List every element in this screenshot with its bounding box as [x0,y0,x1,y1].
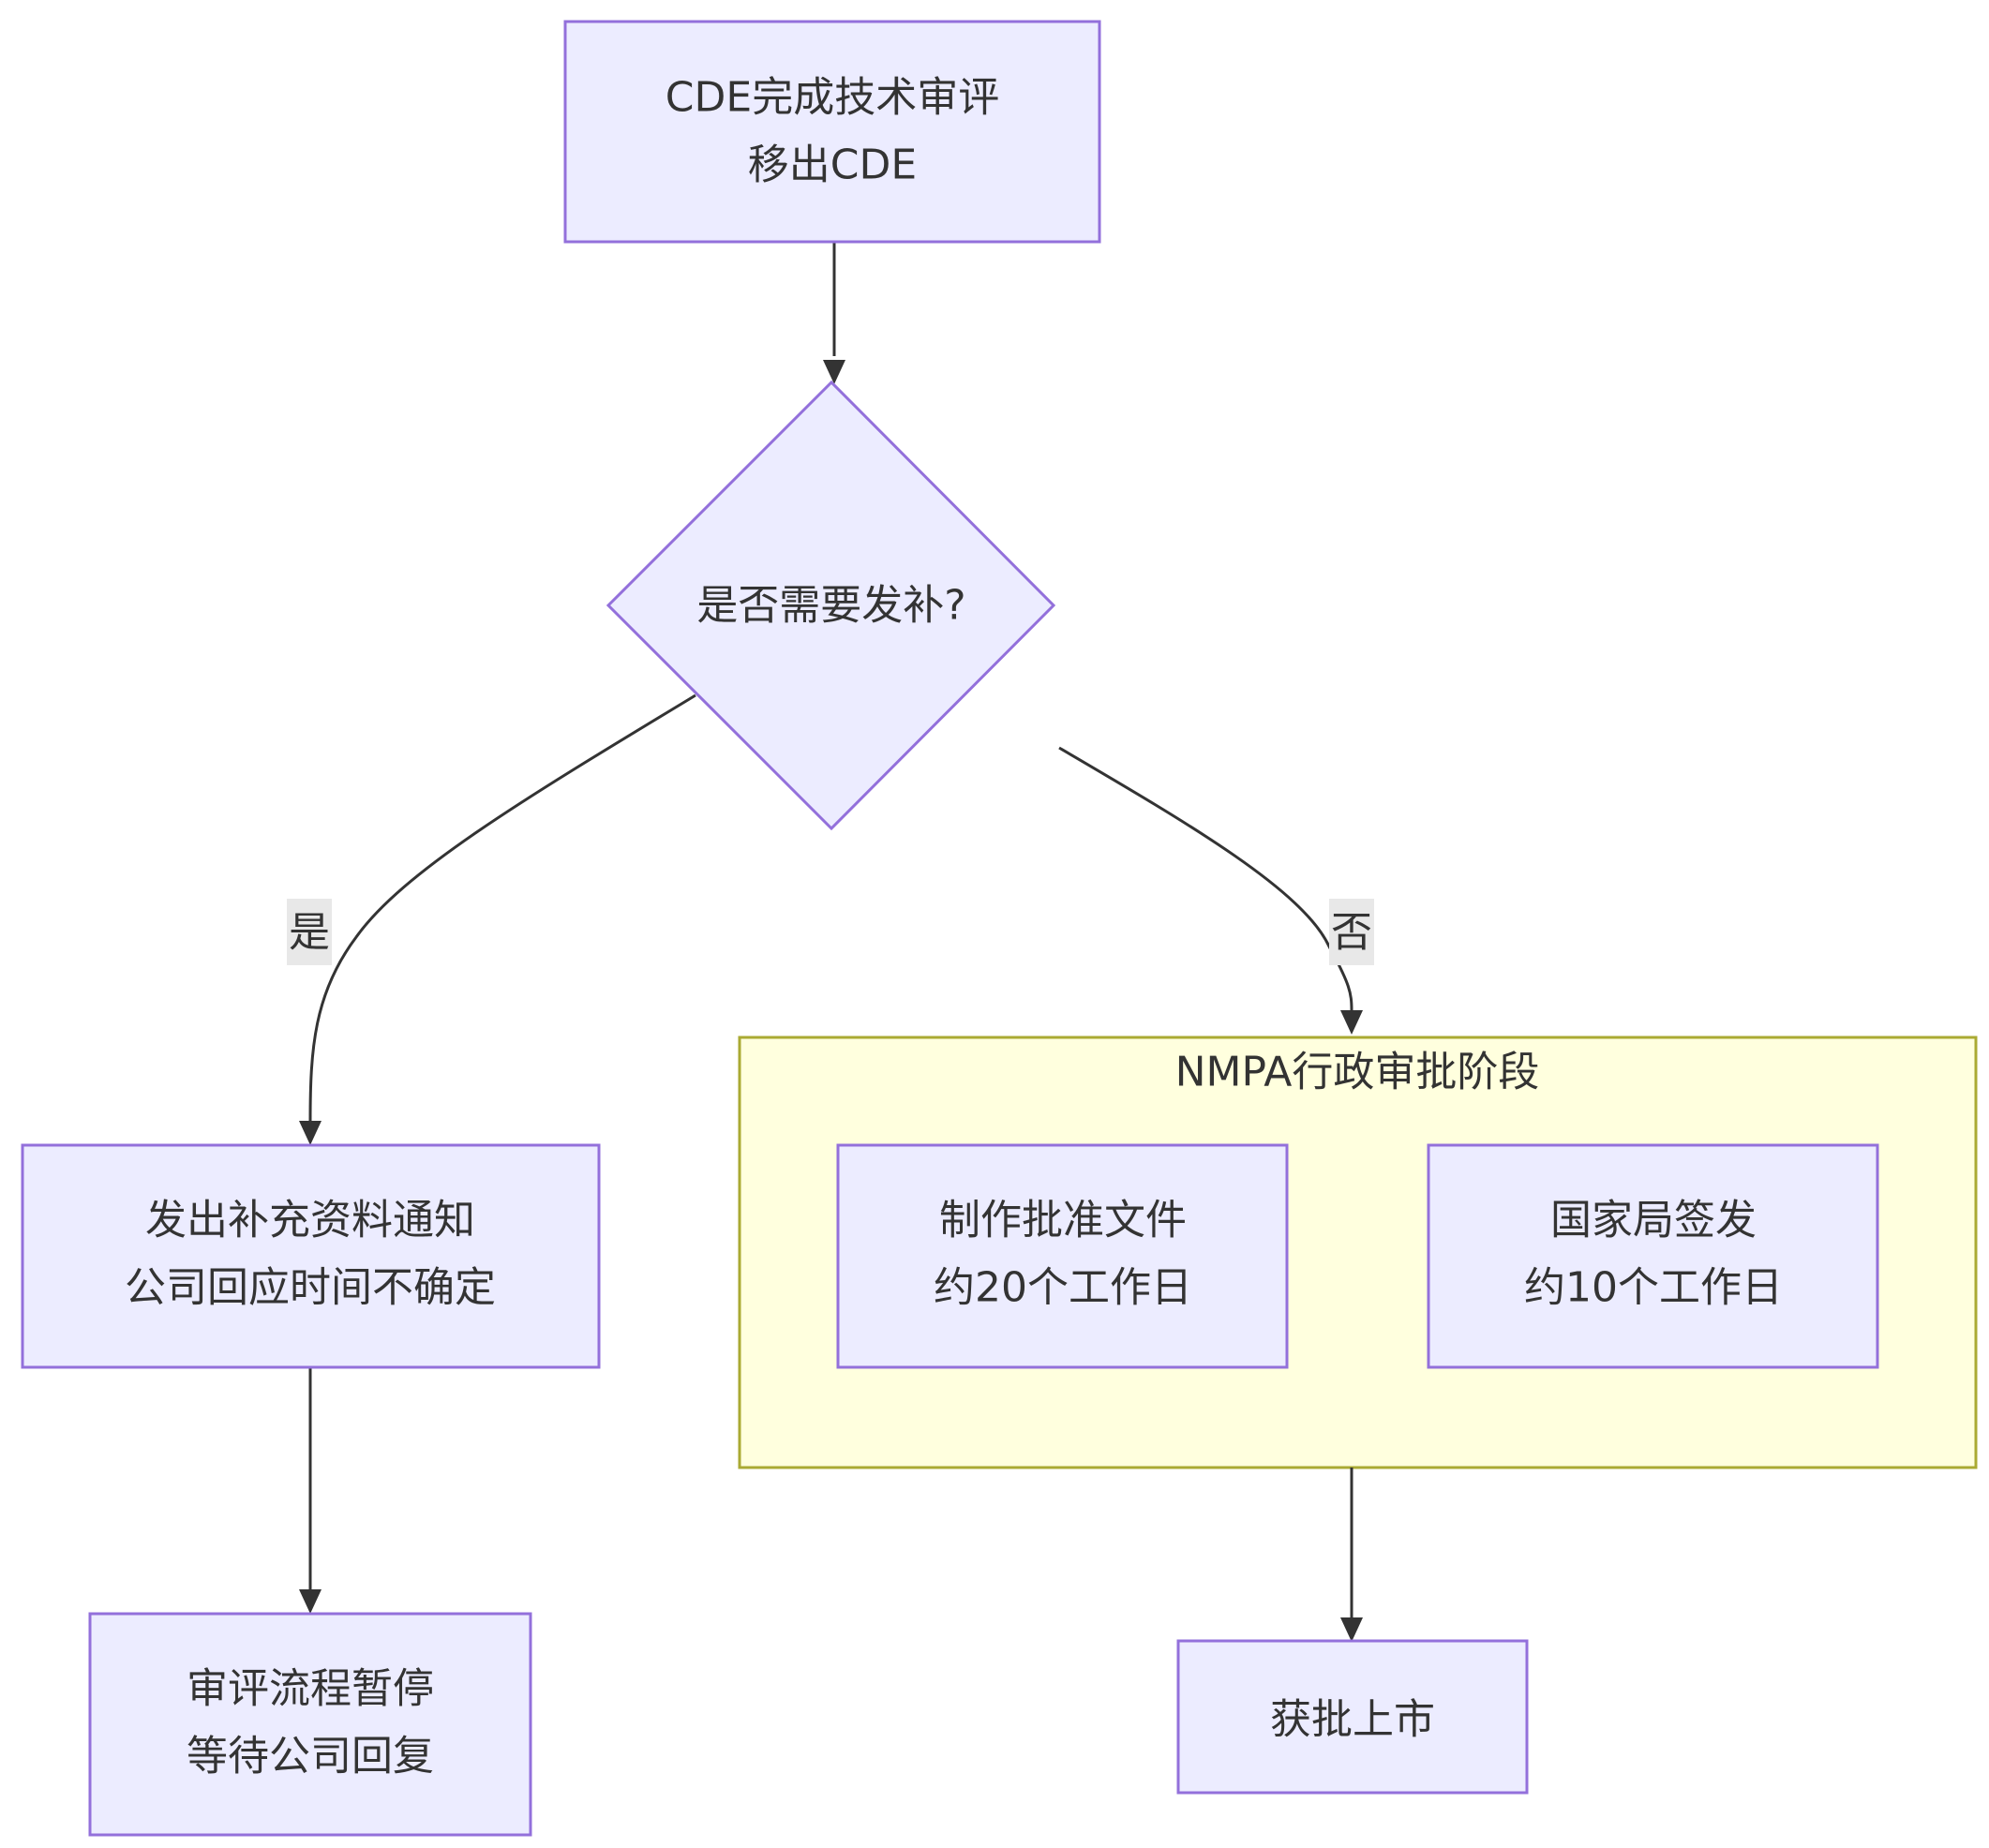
edge-decision-no [1058,746,1353,1011]
arrowhead-approved [1340,1617,1363,1642]
node-nmpa-sign[interactable]: 国家局签发 约10个工作日 [1427,1143,1879,1369]
node-review-paused-box [88,1612,532,1837]
edge-decision-yes [308,693,696,1122]
node-cde-review-line2: 移出CDE [748,142,917,189]
arrowhead-supplement [299,1121,322,1145]
edge-label-no-bg [1329,899,1374,965]
arrowhead-paused [299,1589,322,1614]
node-review-paused-line1: 审评流程暂停 [187,1665,434,1713]
node-supplement-notice[interactable]: 发出补充资料通知 公司回应时间不确定 [21,1143,601,1369]
node-cde-review[interactable]: CDE完成技术审评 移出CDE [563,20,1101,244]
node-make-docs-line2: 约20个工作日 [934,1264,1192,1312]
node-supplement-notice-line2: 公司回应时间不确定 [125,1264,496,1312]
node-nmpa-sign-line2: 约10个工作日 [1524,1264,1783,1312]
edge-label-yes: 是 [287,899,332,965]
node-supplement-notice-line1: 发出补充资料通知 [145,1197,475,1244]
node-approved-box [1176,1639,1529,1795]
node-approved[interactable]: 获批上市 [1176,1639,1529,1795]
edge-label-yes-text: 是 [289,909,330,957]
node-review-paused[interactable]: 审评流程暂停 等待公司回复 [88,1612,532,1837]
node-nmpa-sign-box [1427,1143,1879,1369]
node-supplement-notice-box [21,1143,601,1369]
arrowhead-cluster [1340,1010,1363,1035]
edges [299,242,1363,1642]
node-approved-text: 获批上市 [1270,1696,1435,1744]
node-decision-diamond [606,380,1056,831]
node-make-docs-box [836,1143,1289,1369]
edge-label-no: 否 [1329,899,1374,965]
arrowhead-decision [823,360,845,384]
node-cde-review-line1: CDE完成技术审评 [665,74,999,122]
node-make-docs[interactable]: 制作批准文件 约20个工作日 [836,1143,1289,1369]
node-make-docs-line1: 制作批准文件 [939,1197,1187,1244]
node-nmpa-sign-line1: 国家局签发 [1550,1197,1757,1244]
node-review-paused-line2: 等待公司回复 [187,1733,434,1781]
node-decision[interactable]: 是否需要发补? [606,380,1056,831]
edge-label-yes-bg [287,899,332,965]
node-decision-text: 是否需要发补? [696,582,965,630]
nmpa-cluster-title: NMPA行政审批阶段 [1175,1049,1540,1096]
node-cde-review-box [563,20,1101,244]
edge-label-no-text: 否 [1331,909,1372,957]
